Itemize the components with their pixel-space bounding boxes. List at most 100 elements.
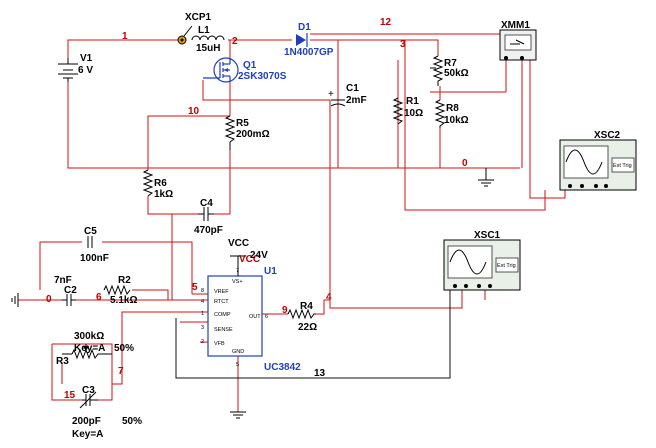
label-r8-ref: R8: [446, 103, 459, 114]
potentiometer-r3: 300kΩ R3 Key=A 50%: [56, 331, 134, 367]
label-c1-ref: C1: [346, 83, 359, 94]
label-xsc2-ref: XSC2: [594, 130, 621, 141]
capacitor-c5: C5 100nF: [80, 226, 109, 264]
ground-main-icon: [478, 168, 494, 187]
capacitor-c2: 7nF C2: [54, 275, 77, 306]
net-label-4: 4: [326, 292, 332, 303]
pin-u1-comp: COMP: [214, 312, 231, 318]
pinnum-u1-1: 1: [201, 311, 204, 317]
net-label-0-left: 0: [46, 294, 52, 305]
pinnum-u1-3: 3: [201, 325, 204, 331]
label-c5-value: 100nF: [80, 253, 109, 264]
net-label-0: 0: [462, 158, 468, 169]
resistor-r7: R7 50kΩ: [430, 55, 469, 86]
pin-u1-gnd: GND: [232, 349, 244, 355]
label-xmm1-ref: XMM1: [501, 20, 530, 31]
battery-v1: V1 6 V: [58, 53, 93, 82]
multimeter-xmm1[interactable]: XMM1: [499, 20, 537, 61]
ground-u1-icon: [230, 411, 246, 419]
svg-text:+: +: [328, 89, 334, 100]
mosfet-q1: Q1 2SK3070S: [203, 57, 287, 83]
capacitor-c3: C3 200pF 50% Key=A: [72, 385, 142, 440]
resistor-r2: R2 5.1kΩ: [100, 275, 137, 306]
pin-u1-sense: SENSE: [214, 327, 233, 333]
label-xcp1-ref: XCP1: [185, 12, 212, 23]
ic-u1: VCC VCC 24V U1 UC3842 VS+ VREF RTCT COMP…: [201, 238, 301, 373]
capacitor-c4: C4 470pF: [194, 198, 223, 236]
label-xsc2-ext-trig: Ext Trig: [613, 163, 632, 169]
net-label-5: 5: [192, 282, 198, 293]
label-r7-ref: R7: [444, 58, 457, 69]
label-l1-value: 15uH: [196, 43, 220, 54]
net-label-7: 7: [118, 366, 124, 377]
label-v1-value: 6 V: [78, 65, 93, 76]
pin-u1-vfb: VFB: [214, 341, 225, 347]
pinnum-u1-5: 5: [236, 362, 239, 368]
current-probe-xcp1[interactable]: XCP1: [177, 12, 212, 45]
label-u1-ref: U1: [264, 266, 277, 277]
net-label-10: 10: [188, 106, 200, 117]
label-d1-ref: D1: [298, 22, 311, 33]
net-label-12: 12: [380, 17, 392, 28]
net-label-13: 13: [314, 368, 326, 379]
net-label-15: 15: [64, 390, 76, 401]
label-r3-percent: 50%: [114, 343, 134, 354]
label-q1-model: 2SK3070S: [238, 71, 287, 82]
pin-u1-vs: VS+: [232, 279, 243, 285]
pinnum-u1-2: 2: [201, 339, 204, 345]
pin-u1-out: OUT: [249, 314, 261, 320]
label-c3-ref: C3: [82, 385, 95, 396]
label-u1-supply: VCC: [228, 238, 249, 249]
net-labels: 1 2 3 12 10 0 0 6 5 7 15 9 4 13: [46, 17, 468, 401]
label-r3-ref: R3: [56, 356, 69, 367]
resistor-r5: R5 200mΩ: [224, 115, 270, 150]
label-l1-ref: L1: [198, 25, 210, 36]
label-r2-ref: R2: [118, 275, 131, 286]
wires: [18, 33, 566, 412]
oscilloscope-xsc1[interactable]: Ext Trig XSC1: [443, 230, 521, 291]
label-q1-ref: Q1: [243, 60, 257, 71]
label-xsc1-ref: XSC1: [474, 230, 501, 241]
pinnum-u1-8: 8: [201, 288, 204, 294]
label-r3-value: 300kΩ: [74, 331, 104, 342]
label-d1-model: 1N4007GP: [284, 47, 334, 58]
net-label-9: 9: [282, 305, 288, 316]
label-u1-supply-value: 24V: [250, 250, 268, 261]
pinnum-u1-4: 4: [201, 299, 204, 305]
label-r8-value: 10kΩ: [444, 115, 469, 126]
pinnum-u1-7: 7: [236, 268, 239, 274]
oscilloscope-xsc2[interactable]: Ext Trig XSC2: [559, 130, 637, 191]
label-xsc1-ext-trig: Ext Trig: [497, 263, 516, 269]
label-r1-value: 10Ω: [404, 108, 423, 119]
resistor-r8: R8 10kΩ: [434, 99, 469, 128]
label-r5-ref: R5: [236, 118, 249, 129]
pin-u1-vref: VREF: [214, 289, 229, 295]
label-c3-key: Key=A: [72, 429, 103, 440]
net-label-6: 6: [96, 292, 102, 303]
label-u1-vcc-tag: VCC: [239, 254, 260, 265]
label-r6-value: 1kΩ: [154, 189, 173, 200]
label-c5-ref: C5: [84, 226, 97, 237]
label-r4-value: 22Ω: [298, 322, 317, 333]
pinnum-u1-6: 6: [265, 314, 268, 320]
label-r7-value: 50kΩ: [444, 68, 469, 79]
net-label-1: 1: [122, 31, 128, 42]
net-label-2: 2: [232, 36, 238, 47]
pin-u1-rtct: RTCT: [214, 299, 229, 305]
resistor-r1: R1 10Ω: [392, 96, 423, 125]
net-label-3: 3: [400, 39, 406, 50]
wire-net-13: [175, 290, 451, 379]
label-c2-value: 7nF: [54, 275, 72, 286]
label-r4-ref: R4: [300, 301, 313, 312]
resistor-r4: R4 22Ω: [287, 301, 317, 333]
label-u1-model: UC3842: [264, 362, 301, 373]
label-c2-ref: C2: [64, 285, 77, 296]
label-r2-value: 5.1kΩ: [110, 295, 137, 306]
label-r3-key: Key=A: [74, 343, 105, 354]
label-r1-ref: R1: [406, 96, 419, 107]
ground-left-icon: [11, 293, 19, 307]
inductor-l1: L1 15uH: [191, 25, 225, 54]
diode-d1: D1 1N4007GP: [284, 22, 334, 58]
label-c4-ref: C4: [200, 198, 213, 209]
